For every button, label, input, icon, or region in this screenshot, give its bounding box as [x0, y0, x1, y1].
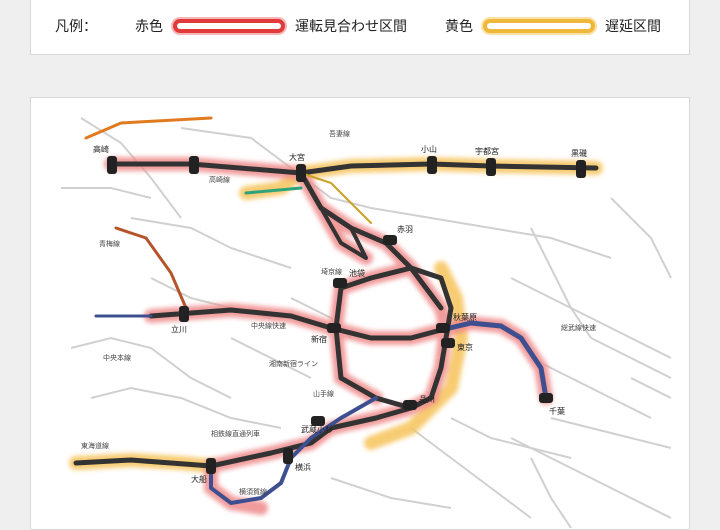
station-shinjuku[interactable] [327, 323, 341, 333]
label-saikyo: 埼京線 [321, 267, 342, 276]
route-map: 高崎 大宮 小山 宇都宮 黒磯 赤羽 池袋 新宿 秋葉原 東京 品川 武蔵小杉 … [61, 116, 672, 529]
station-yokohama[interactable] [283, 448, 293, 464]
label-takasaki: 高崎 [93, 144, 109, 154]
label-shonan-shinjuku: 湘南新宿ライン [269, 359, 318, 368]
label-yokohama: 横浜 [295, 462, 311, 472]
station-utsunomiya[interactable] [486, 158, 496, 176]
label-yokosuka: 横須賀線 [239, 487, 267, 496]
tokaido-line [73, 405, 414, 469]
label-shinagawa: 品川 [419, 395, 435, 404]
station-shinagawa[interactable] [403, 400, 417, 410]
station-tokyo[interactable] [441, 338, 455, 348]
label-tokyo: 東京 [457, 342, 473, 352]
station-kumagaya[interactable] [189, 156, 199, 174]
label-takasaki-line: 高崎線 [209, 175, 230, 184]
station-akihabara[interactable] [436, 323, 450, 333]
legend-yellow-desc: 遅延区間 [605, 19, 661, 35]
label-tokaido: 東海道線 [81, 441, 109, 450]
station-takasaki[interactable] [107, 156, 117, 174]
label-musashikosugi: 武蔵小杉 [301, 424, 333, 434]
station-akabane[interactable] [383, 235, 397, 245]
label-ofuna: 大船 [191, 474, 207, 484]
label-akabane: 赤羽 [397, 225, 413, 234]
ome-line [114, 226, 188, 310]
station-labels: 高崎 大宮 小山 宇都宮 黒磯 赤羽 池袋 新宿 秋葉原 東京 品川 武蔵小杉 … [93, 144, 587, 484]
station-markers [107, 156, 586, 474]
label-chiba: 千葉 [549, 406, 565, 416]
saikyo-line [319, 206, 368, 260]
legend-red-label: 赤色 [135, 19, 163, 35]
label-oyama: 小山 [421, 144, 437, 154]
legend-yellow-label: 黄色 [445, 19, 473, 35]
background-lines [61, 117, 672, 529]
legend-yellow-swatch [483, 19, 595, 33]
yamanote-west [333, 285, 414, 411]
label-utsunomiya: 宇都宮 [475, 146, 499, 156]
legend-title: 凡例： [55, 19, 97, 35]
label-sotetsu: 相鉄線直通列車 [211, 429, 260, 438]
label-tachikawa: 立川 [171, 324, 187, 334]
shonan-shinjuku-north [300, 172, 372, 224]
label-shinjuku: 新宿 [311, 334, 327, 344]
label-agatsuma: 吾妻線 [329, 129, 350, 138]
legend-red-swatch [173, 19, 285, 33]
line-labels: 中央線快速 湘南新宿ライン 山手線 東海道線 総武線快速 中央本線 青梅線 高崎… [81, 129, 596, 496]
station-oyama[interactable] [427, 156, 437, 174]
kawagoe-line [244, 186, 303, 195]
legend-red-desc: 運転見合わせ区間 [295, 19, 407, 35]
label-ikebukuro: 池袋 [349, 268, 365, 278]
label-sobu: 総武線快速 [561, 323, 596, 332]
label-chuo-rapid: 中央線快速 [251, 321, 286, 330]
label-akihabara: 秋葉原 [453, 312, 477, 322]
label-ome: 青梅線 [99, 239, 120, 248]
route-map-panel: 高崎 大宮 小山 宇都宮 黒磯 赤羽 池袋 新宿 秋葉原 東京 品川 武蔵小杉 … [30, 97, 690, 530]
label-chuo-main: 中央本線 [103, 353, 131, 362]
station-ikebukuro[interactable] [333, 278, 347, 288]
yokosuka-line [209, 396, 378, 505]
agatsuma-line [84, 116, 213, 140]
label-kuroiso: 黒磯 [571, 148, 587, 158]
sobu-line [438, 320, 549, 401]
station-omiya[interactable] [296, 164, 306, 182]
yamanote-line [338, 265, 454, 411]
station-musashikosugi[interactable] [311, 416, 325, 426]
station-tachikawa[interactable] [179, 306, 189, 322]
label-yamanote: 山手線 [313, 389, 334, 398]
legend-row: 凡例： 赤色 運転見合わせ区間 黄色 遅延区間 [55, 14, 661, 38]
station-chiba[interactable] [539, 393, 553, 403]
legend-panel: 凡例： 赤色 運転見合わせ区間 黄色 遅延区間 [30, 0, 690, 55]
label-omiya: 大宮 [289, 152, 305, 162]
station-ofuna[interactable] [206, 458, 216, 474]
station-kuroiso[interactable] [576, 160, 586, 178]
